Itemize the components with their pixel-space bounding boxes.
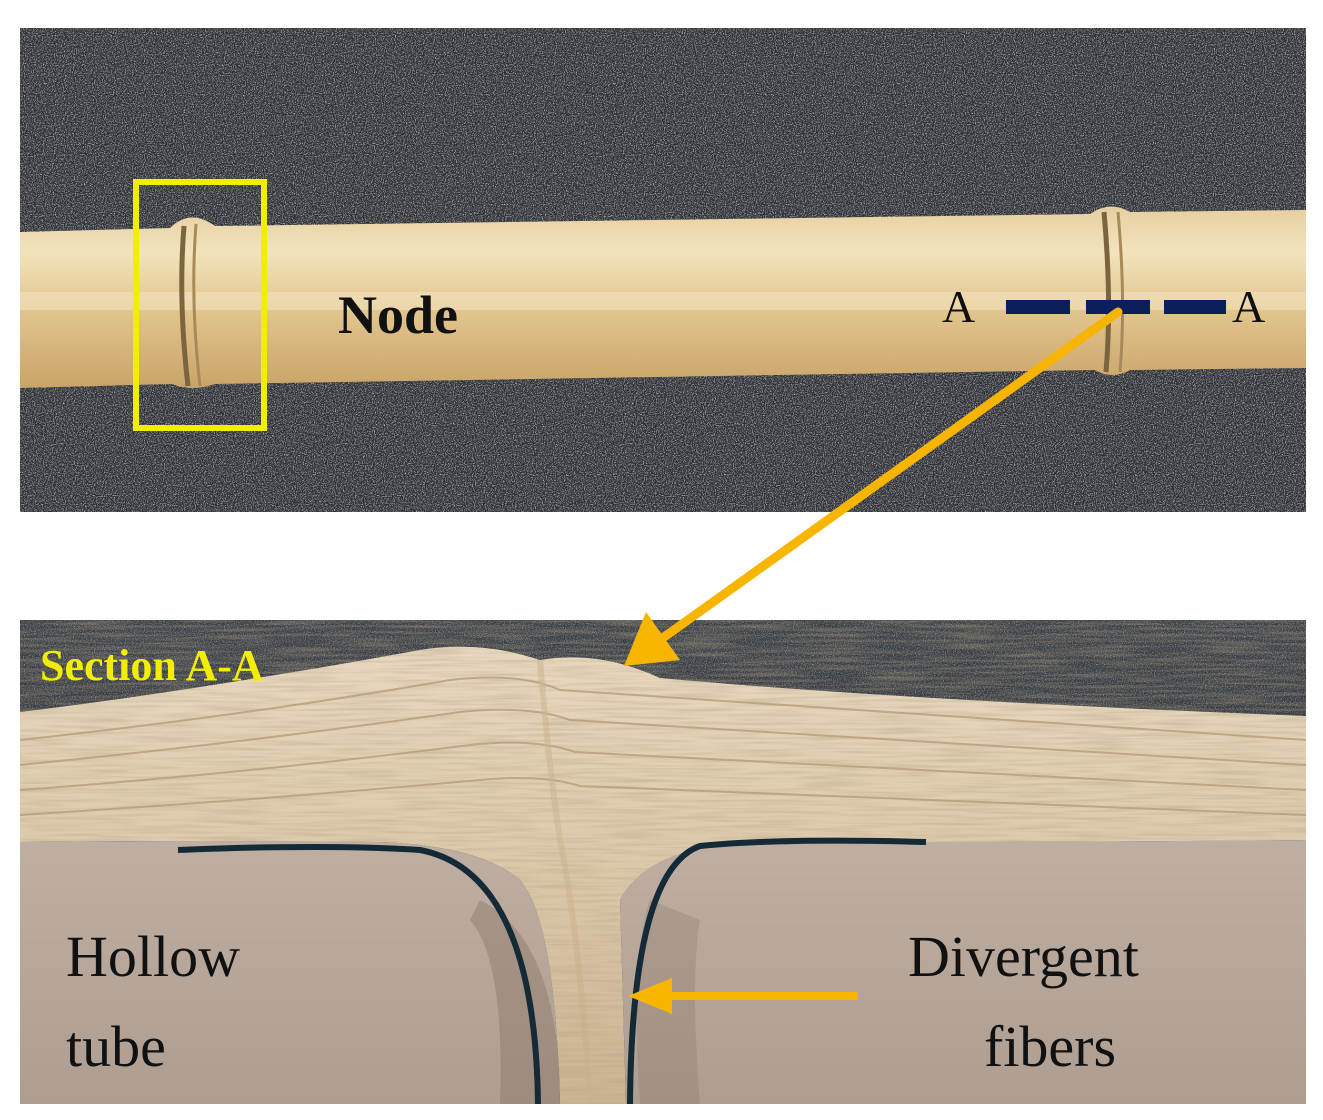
section-line (1006, 300, 1226, 314)
divergent-label-line1: Divergent (908, 924, 1139, 989)
boundary-curve-left (177, 844, 541, 1104)
fiber-layers (20, 659, 1306, 1104)
node-ring-right (1101, 211, 1112, 373)
hollow-chamber-left (20, 841, 560, 1104)
divergent-label-line2: fibers (984, 1014, 1116, 1079)
section-arrow (624, 307, 1123, 666)
section-end-left: A (942, 281, 975, 332)
boundary-curve-right (627, 837, 927, 1104)
hollow-label-line2: tube (66, 1014, 166, 1079)
hollow-chamber-right (620, 840, 1306, 1104)
section-title: Section A-A (40, 641, 264, 690)
node-highlight-box (133, 179, 267, 431)
node-ring-left (179, 225, 191, 387)
bottom-photo: Section A-A Hollow tube Divergent fibers (20, 620, 1306, 1104)
bamboo-culm (20, 206, 1306, 388)
hollow-label-line1: Hollow (66, 924, 240, 989)
node-label: Node (338, 285, 458, 345)
section-end-right: A (1232, 281, 1265, 332)
top-photo: Node A A (20, 28, 1306, 512)
divergent-arrow (628, 978, 858, 1014)
